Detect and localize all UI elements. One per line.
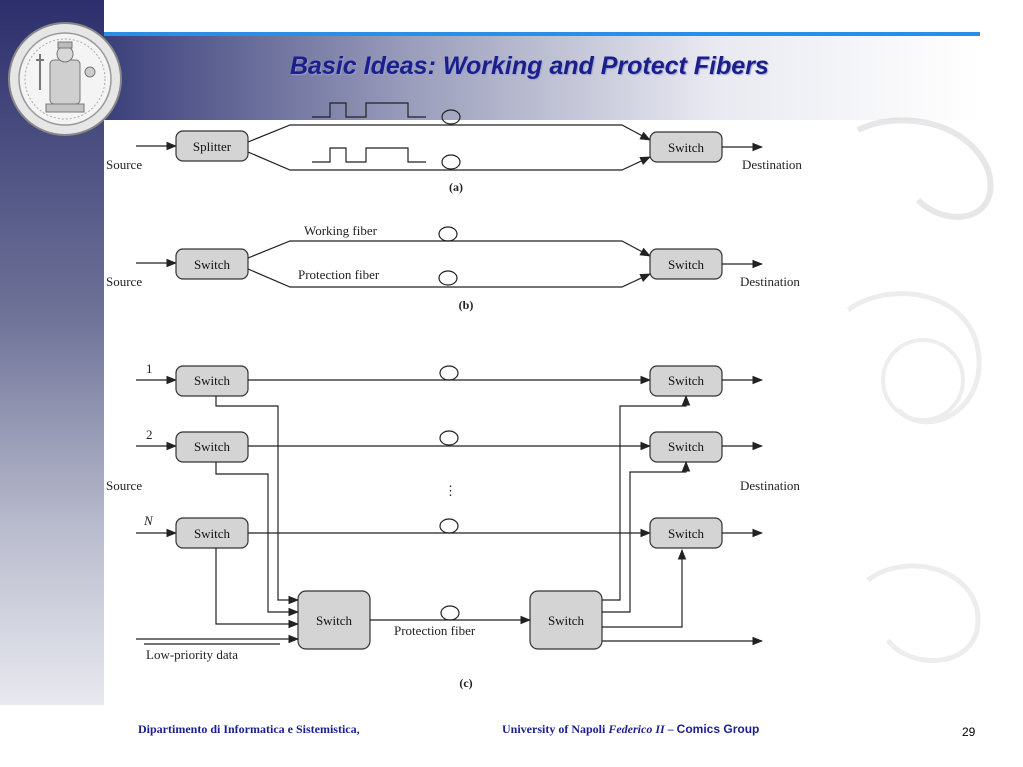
c-protection-fiber-label: Protection fiber <box>394 623 476 638</box>
c-switch-dst-n-label: Switch <box>668 526 705 541</box>
a-switch-label: Switch <box>668 140 705 155</box>
c-input-1-label: 1 <box>146 361 153 376</box>
a-source-label: Source <box>106 157 142 172</box>
b-working-fiber <box>247 240 651 259</box>
c-switch-src-1 <box>175 365 249 397</box>
c-switch-src-2-label: Switch <box>194 439 231 454</box>
b-switch-left-box <box>175 248 249 280</box>
a-upper-fiber <box>247 124 651 143</box>
c-input-2-label: 2 <box>146 427 153 442</box>
header-band <box>104 34 980 120</box>
c-dst-feeder-2 <box>602 460 691 613</box>
page-number: 29 <box>962 725 976 739</box>
footer-university: University of Napoli Federico II – Comic… <box>502 722 759 737</box>
b-destination-label: Destination <box>740 274 800 289</box>
b-working-fiber-label: Working fiber <box>304 223 378 238</box>
a-lower-coupler <box>441 154 461 170</box>
c-switch-src-2 <box>175 431 249 463</box>
footer-comics-group: Comics Group <box>676 722 760 736</box>
c-protection-switch-left-label: Switch <box>316 613 353 628</box>
c-source-label: Source <box>106 478 142 493</box>
a-caption: (a) <box>449 180 463 194</box>
b-protection-coupler <box>438 270 458 286</box>
footer-dash: – <box>664 722 677 736</box>
header-accent-line <box>104 32 980 36</box>
c-switch-src-n-label: Switch <box>194 526 231 541</box>
b-protection-fiber <box>247 268 651 288</box>
c-feeder-n <box>215 548 300 629</box>
c-feeder-2 <box>215 462 300 617</box>
c-destination-label: Destination <box>740 478 800 493</box>
b-source-label: Source <box>106 274 142 289</box>
a-splitter-label: Splitter <box>193 139 232 154</box>
c-switch-src-1-label: Switch <box>194 373 231 388</box>
a-upper-pulse <box>312 102 426 118</box>
footer-university-name: University of Napoli <box>502 722 609 736</box>
c-input-n-label: N <box>143 513 154 528</box>
diagram-c: 1 2 N Source Destination Switch Switch S… <box>106 361 800 690</box>
c-dst-feeder-1 <box>602 394 691 601</box>
a-lower-pulse <box>312 147 426 163</box>
b-switch-left-label: Switch <box>194 257 231 272</box>
comics-watermark-icon <box>846 117 994 663</box>
a-upper-coupler <box>441 109 461 125</box>
c-protection-switch-right-label: Switch <box>548 613 585 628</box>
c-caption: (c) <box>459 676 472 690</box>
a-splitter-box <box>175 130 249 162</box>
c-coupler-2 <box>439 430 459 446</box>
diagram-b: Source Switch Working fiber Protection f… <box>106 223 800 312</box>
c-feeder-1 <box>215 396 300 605</box>
c-ellipsis: ⋮ <box>444 483 457 498</box>
footer-federico: Federico II <box>608 722 665 736</box>
b-working-coupler <box>438 226 458 242</box>
c-coupler-1 <box>439 365 459 381</box>
a-lower-fiber <box>247 151 651 171</box>
c-switch-dst-1-label: Switch <box>668 373 705 388</box>
b-switch-right-label: Switch <box>668 257 705 272</box>
c-switch-dst-2-label: Switch <box>668 439 705 454</box>
c-low-priority-label: Low-priority data <box>146 647 238 662</box>
b-caption: (b) <box>459 298 474 312</box>
diagram-a: Source Splitter Switch Destination (a) <box>106 102 802 194</box>
b-protection-fiber-label: Protection fiber <box>298 267 380 282</box>
c-protection-coupler <box>440 605 460 621</box>
slide-title: Basic Ideas: Working and Protect Fibers <box>290 52 769 80</box>
c-coupler-n <box>439 518 459 534</box>
protection-diagram: Source Splitter Switch Destination (a) S… <box>106 102 802 690</box>
footer-department: Dipartimento di Informatica e Sistemisti… <box>138 722 360 736</box>
university-seal-icon <box>8 22 122 136</box>
c-dst-feeder-n <box>602 548 687 628</box>
a-destination-label: Destination <box>742 157 802 172</box>
